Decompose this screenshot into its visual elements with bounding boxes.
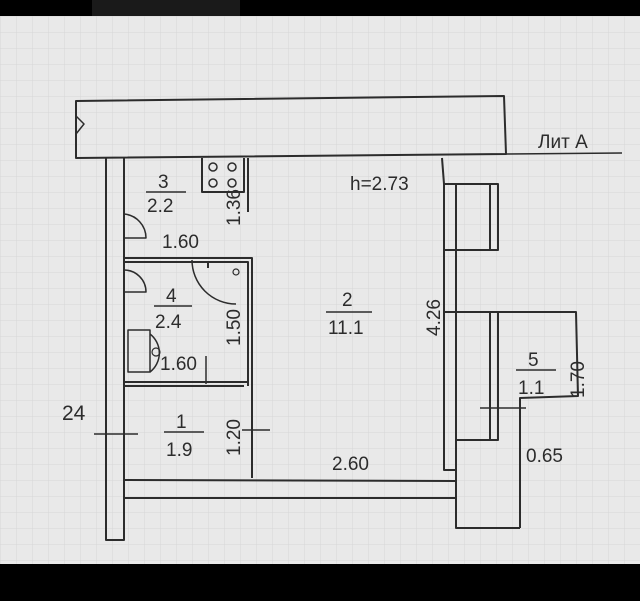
- room-4-number: 4: [166, 286, 177, 307]
- lit-leader-line: [505, 152, 623, 155]
- dim-balcony-width: 0.65: [526, 446, 563, 467]
- room-1-number: 1: [176, 412, 187, 433]
- window-lower: [456, 312, 499, 441]
- partition-bath: [124, 257, 253, 478]
- dim-room-width: 2.60: [332, 454, 369, 475]
- top-strip: [92, 0, 240, 16]
- stove: [201, 158, 245, 193]
- room-3-area: 2.2: [147, 196, 173, 217]
- toilet: [149, 333, 161, 373]
- dim-kitchen-width: 1.60: [162, 232, 199, 253]
- room-3-number: 3: [158, 172, 169, 193]
- window-upper: [444, 183, 499, 251]
- room-2-area: 11.1: [328, 318, 364, 339]
- balcony-outline: [444, 311, 579, 528]
- dim-kitchen-vertical: 1.36: [224, 189, 245, 226]
- walls: [75, 95, 623, 541]
- room-2-number: 2: [342, 290, 353, 311]
- door-kitchen: [123, 213, 147, 239]
- left-wall: [105, 158, 125, 541]
- door-bath: [123, 269, 147, 293]
- room-4-area: 2.4: [155, 312, 182, 333]
- dim-hall-vertical: 1.20: [224, 419, 245, 456]
- stove-burners: [208, 162, 237, 188]
- bottom-wall-inner: [123, 479, 457, 482]
- dim-bath-vertical: 1.50: [224, 309, 245, 346]
- room-5-area: 1.1: [518, 378, 544, 399]
- room-1-area: 1.9: [166, 440, 192, 461]
- dim-bath-width: 1.60: [160, 354, 197, 375]
- outside-dimension: 24: [62, 402, 86, 425]
- ceiling-height: h=2.73: [350, 174, 409, 195]
- sink: [151, 347, 161, 357]
- room-5-number: 5: [528, 350, 539, 371]
- building-label: Лит А: [538, 132, 588, 153]
- dim-room-length: 4.26: [424, 299, 445, 336]
- door-swing-bath: [191, 259, 237, 305]
- bath-fixture: [232, 268, 240, 276]
- dim-balcony-height: 1.70: [568, 361, 589, 398]
- right-wall: [441, 157, 520, 529]
